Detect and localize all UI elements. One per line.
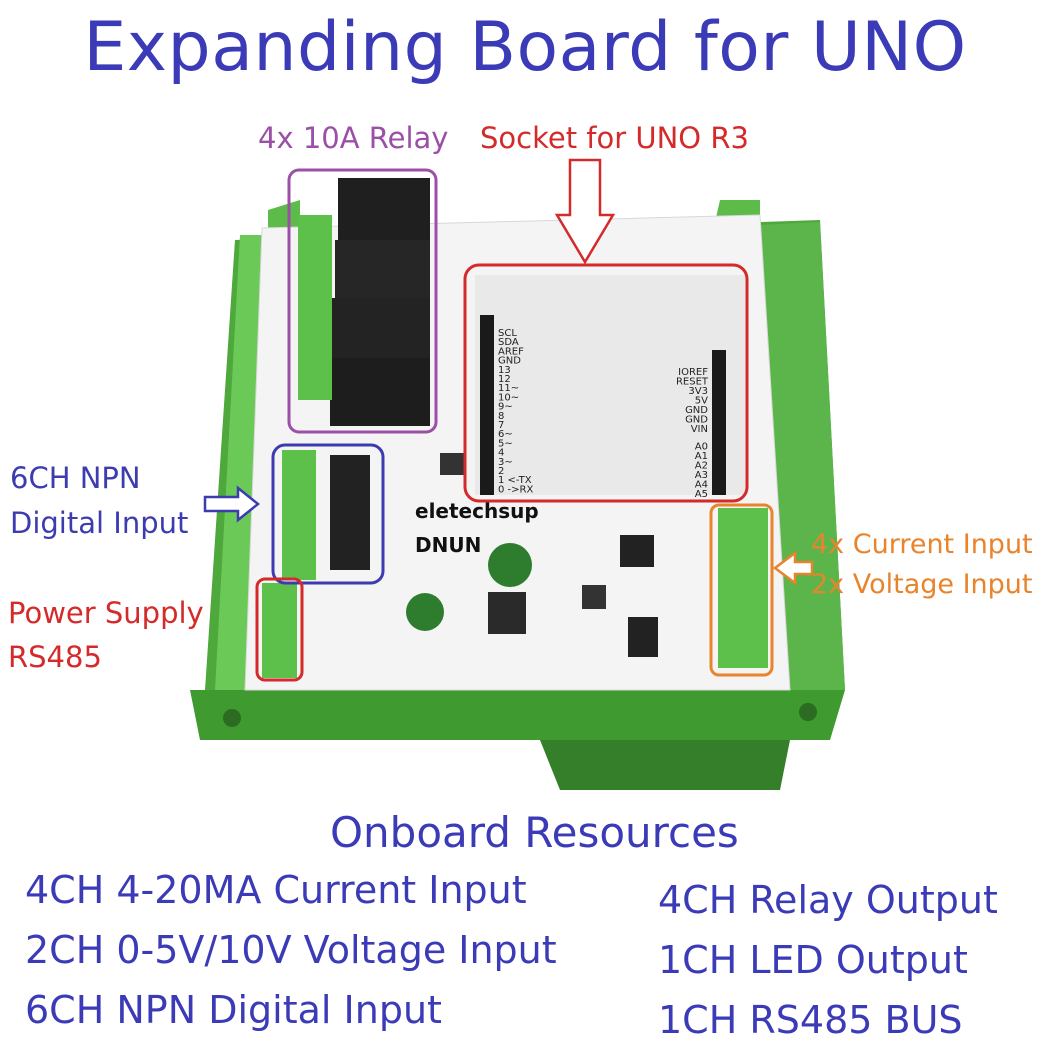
npn-terminal: [282, 450, 316, 580]
analog-arrow-icon: [772, 550, 814, 586]
resource-right-3: 1CH RS485 BUS: [658, 998, 963, 1042]
relay-label: 4x 10A Relay: [258, 121, 449, 155]
pin-label: GND: [685, 405, 708, 416]
pin-label: 13: [498, 365, 511, 376]
pin-label: 12: [498, 374, 511, 385]
relay-highlight-box: [287, 168, 438, 434]
resource-left-3: 6CH NPN Digital Input: [25, 988, 442, 1032]
power-label-line2: RS485: [8, 640, 102, 674]
pin-label: 9~: [498, 402, 513, 413]
pin-label: A0: [695, 442, 708, 453]
pin-label: SCL: [498, 328, 517, 339]
page-title: Expanding Board for UNO: [83, 8, 967, 87]
analog-label-line1: 4x Current Input: [811, 529, 1033, 560]
pin-label: 10~: [498, 392, 519, 403]
pin-label: VIN: [691, 424, 708, 435]
pin-label: 4: [498, 448, 504, 459]
relay-terminal: [298, 215, 332, 400]
pin-label: RESET: [676, 377, 709, 388]
pin-label: SDA: [498, 337, 519, 348]
analog-highlight-box: [709, 503, 774, 677]
npn-label-line1: 6CH NPN: [10, 461, 141, 495]
analog-label-line2: 2x Voltage Input: [811, 569, 1033, 600]
pin-label: A5: [695, 489, 708, 500]
pin-label: 5V: [695, 396, 708, 407]
pin-label: 7: [498, 420, 504, 431]
socket-label: Socket for UNO R3: [480, 121, 749, 155]
board-brand: eletechsup: [415, 499, 539, 523]
socket-highlight-box: [463, 263, 749, 503]
npn-highlight-box: [271, 443, 385, 585]
pin-label: AREF: [498, 346, 524, 357]
pin-label: GND: [685, 415, 708, 426]
npn-label-line2: Digital Input: [10, 506, 189, 540]
pin-label: 5~: [498, 438, 513, 449]
pin-label: A2: [695, 461, 708, 472]
resource-left-1: 4CH 4-20MA Current Input: [25, 868, 527, 912]
resources-title: Onboard Resources: [330, 808, 739, 857]
pin-label: 2: [498, 466, 504, 477]
socket-arrow-icon: [554, 158, 616, 265]
pin-label: 3~: [498, 457, 513, 468]
pin-label: A1: [695, 451, 708, 462]
board-model: DNUN: [415, 533, 481, 557]
relays: [330, 178, 430, 426]
resource-right-1: 4CH Relay Output: [658, 878, 998, 922]
uno-socket-area: [475, 275, 745, 495]
pin-label: A3: [695, 470, 708, 481]
pin-label: GND: [498, 356, 521, 367]
power-label-line1: Power Supply: [8, 596, 204, 630]
pin-label: A4: [695, 480, 708, 491]
resource-right-2: 1CH LED Output: [658, 938, 968, 982]
pin-label: 8: [498, 411, 504, 422]
pin-label: 11~: [498, 383, 519, 394]
power-highlight-box: [255, 577, 304, 682]
analog-terminal: [718, 508, 768, 668]
pin-label: 0 ->RX: [498, 484, 533, 495]
pin-label: 1 <-TX: [498, 475, 532, 486]
npn-arrow-icon: [203, 485, 261, 523]
pin-label: IOREF: [678, 367, 708, 378]
power-terminal: [262, 583, 297, 678]
resource-left-2: 2CH 0-5V/10V Voltage Input: [25, 928, 557, 972]
pin-label: 6~: [498, 429, 513, 440]
pin-label: 3V3: [688, 386, 708, 397]
